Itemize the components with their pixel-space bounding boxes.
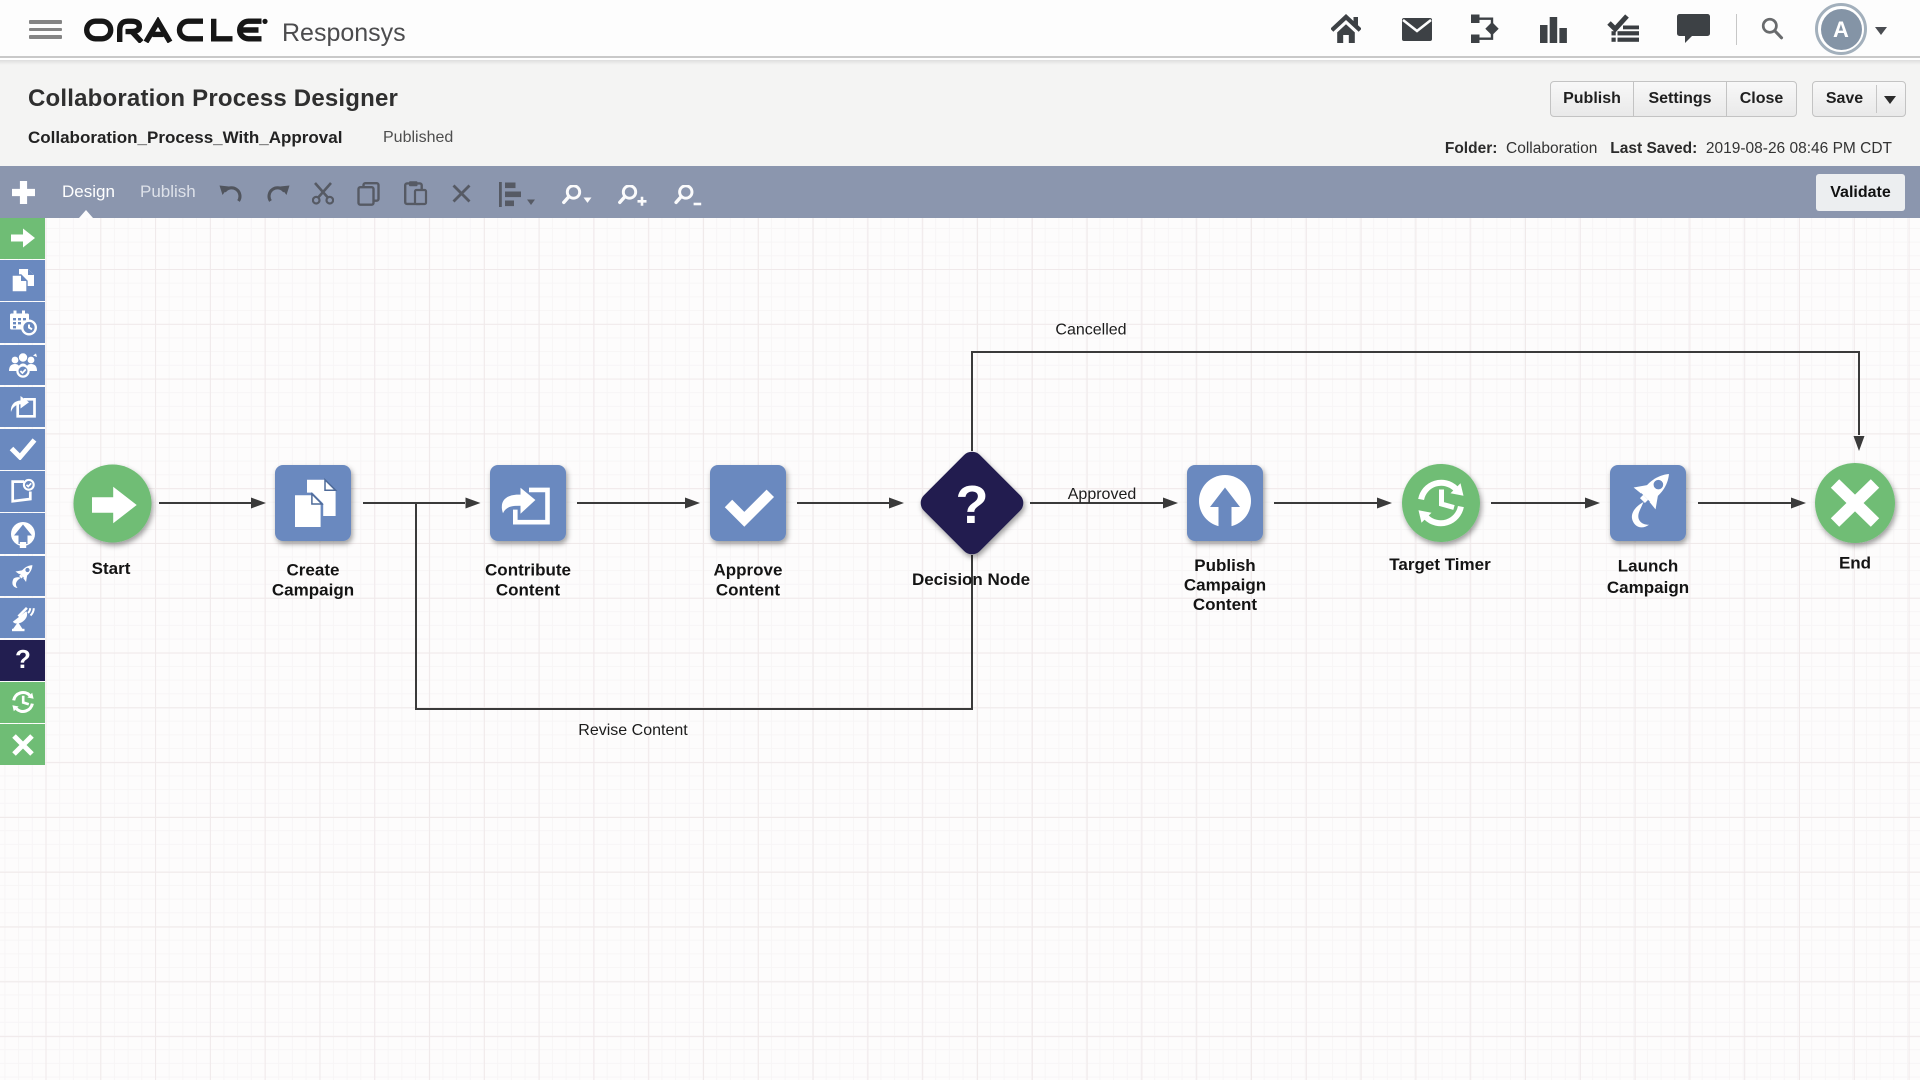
svg-text:Cancelled: Cancelled	[1055, 322, 1126, 339]
svg-text:Start: Start	[92, 559, 131, 578]
svg-text:?: ?	[956, 475, 989, 535]
svg-text:?: ?	[15, 646, 31, 674]
svg-text:Decision Node: Decision Node	[912, 570, 1030, 589]
svg-text:Revise Content: Revise Content	[578, 722, 688, 739]
svg-text:End: End	[1839, 554, 1871, 573]
svg-text:Approved: Approved	[1068, 486, 1137, 503]
svg-text:Target Timer: Target Timer	[1389, 555, 1491, 574]
